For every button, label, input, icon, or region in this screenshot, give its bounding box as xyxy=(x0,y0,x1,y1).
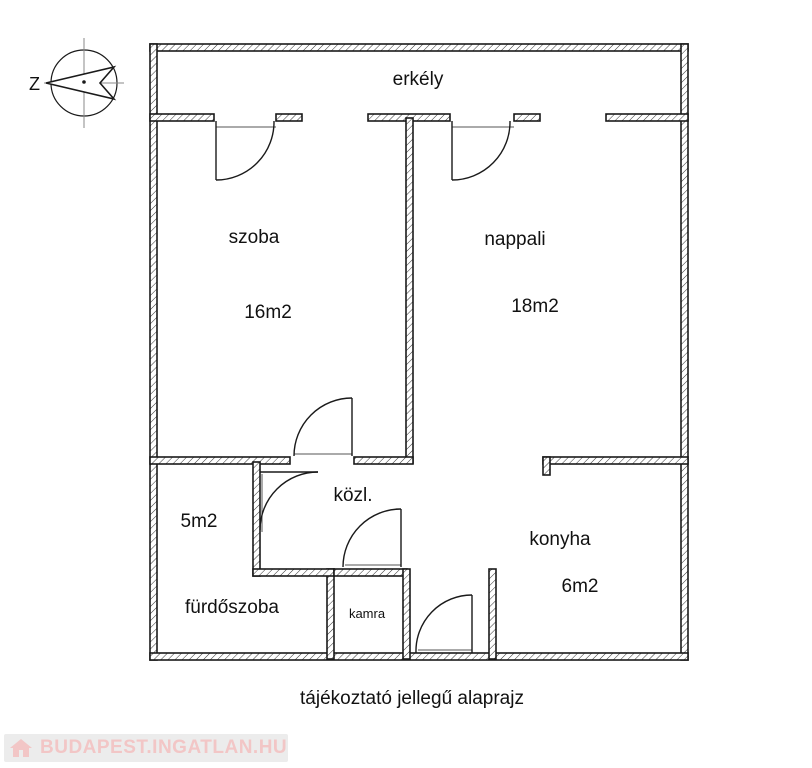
balcony-wall-seg1 xyxy=(149,113,215,122)
watermark-text: BUDAPEST.INGATLAN.HU xyxy=(40,737,288,758)
wall-konyha-left xyxy=(488,568,497,660)
wall-konyha-stub xyxy=(542,456,551,476)
label-nappali-area: 18m2 xyxy=(511,296,559,317)
door-bath xyxy=(259,471,319,531)
wall-bath-step xyxy=(252,568,335,577)
outer-wall-left xyxy=(149,43,158,661)
label-kamra: kamra xyxy=(349,606,386,621)
label-furdo-area: 5m2 xyxy=(181,511,218,532)
wall-szoba-bottom-left xyxy=(149,456,291,465)
balcony-wall-seg2 xyxy=(275,113,303,122)
label-erkely: erkély xyxy=(393,69,444,90)
door-nappali-balcony xyxy=(451,120,511,181)
door-kamra xyxy=(342,508,402,568)
wall-kamra-right xyxy=(402,568,411,660)
label-furdo: fürdőszoba xyxy=(185,597,279,618)
wall-konyha-top xyxy=(542,456,689,465)
wall-szoba-bottom-right xyxy=(353,456,414,465)
room-labels: erkély szoba 16m2 nappali 18m2 közl. 5m2… xyxy=(181,69,599,621)
windows xyxy=(216,126,514,651)
wall-kamra-top xyxy=(333,568,408,577)
walls xyxy=(149,43,689,661)
balcony-wall-seg4 xyxy=(513,113,541,122)
door-entrance xyxy=(415,594,473,654)
label-kozl: közl. xyxy=(333,485,372,506)
label-szoba-area: 16m2 xyxy=(244,302,292,323)
label-szoba: szoba xyxy=(229,227,280,248)
compass-arrow-icon xyxy=(45,65,117,101)
door-szoba-hall xyxy=(293,397,353,457)
watermark: BUDAPEST.INGATLAN.HU xyxy=(4,734,288,762)
wall-szoba-nappali xyxy=(405,117,414,464)
wall-bath-right-upper xyxy=(252,461,261,577)
outer-wall-top xyxy=(149,43,689,52)
compass: Z xyxy=(29,38,124,128)
label-konyha-area: 6m2 xyxy=(562,576,599,597)
house-icon xyxy=(10,739,32,757)
label-nappali: nappali xyxy=(484,229,545,250)
outer-wall-bottom xyxy=(149,652,689,661)
compass-letter: Z xyxy=(29,74,40,94)
wall-bath-right-lower xyxy=(326,568,335,660)
plan-caption: tájékoztató jellegű alaprajz xyxy=(300,688,524,709)
doors xyxy=(215,120,511,654)
label-konyha: konyha xyxy=(529,529,591,550)
balcony-wall-seg5 xyxy=(605,113,689,122)
outer-wall-right xyxy=(680,43,689,661)
door-szoba-balcony xyxy=(215,120,275,181)
